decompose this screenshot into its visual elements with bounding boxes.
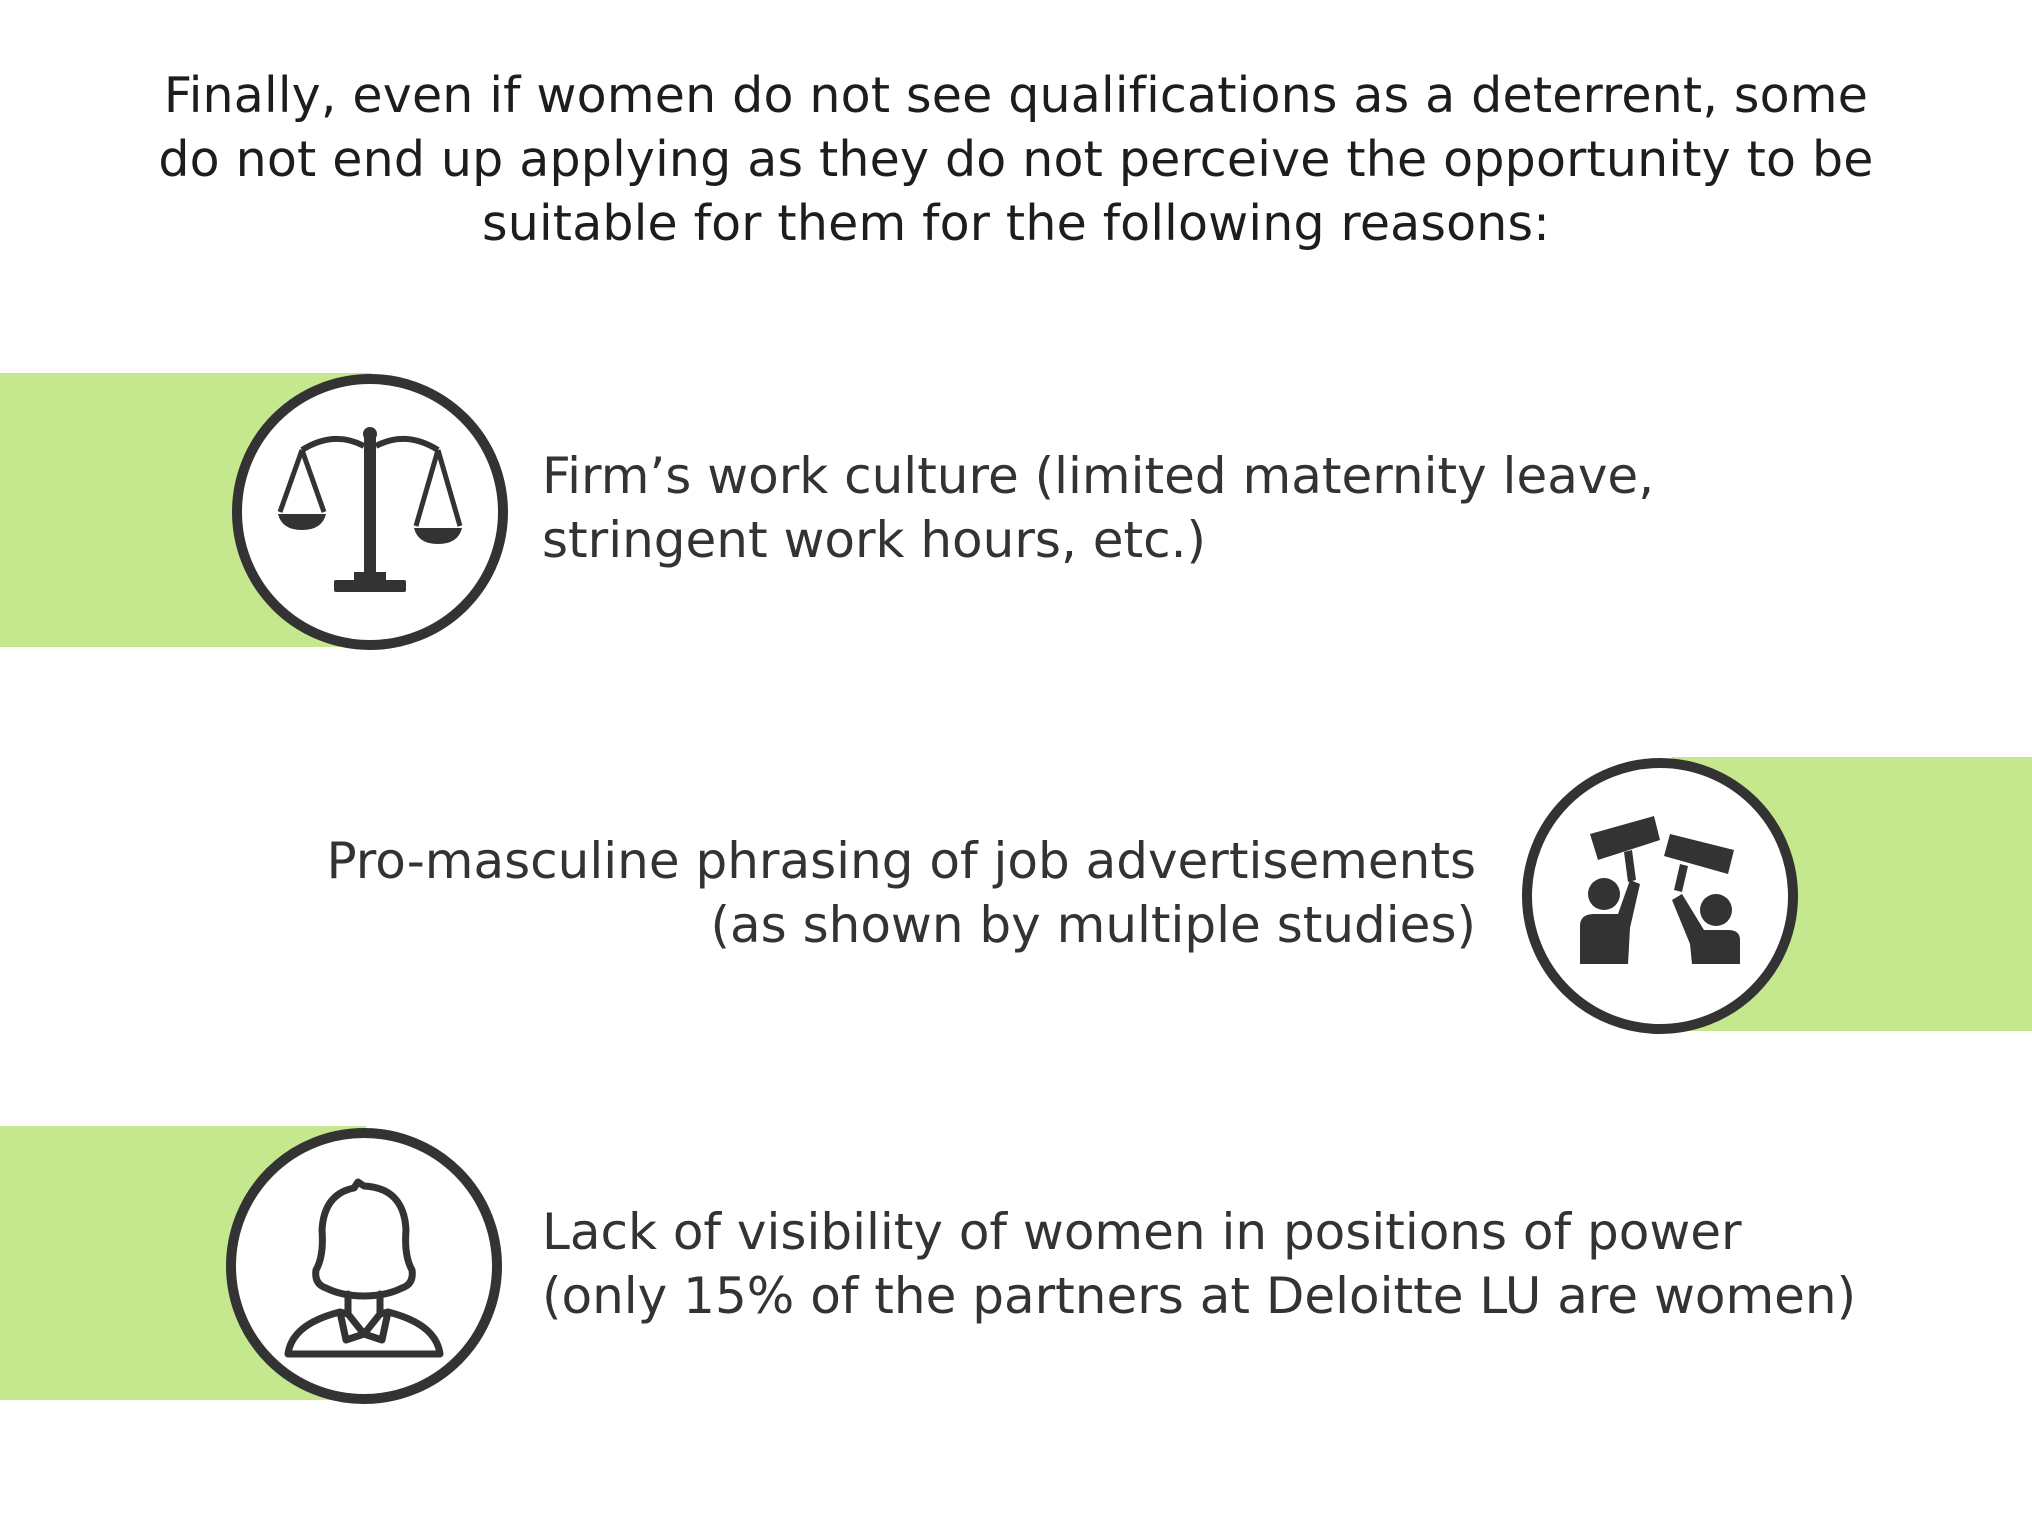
intro-line-3: suitable for them for the following reas… [482, 195, 1550, 252]
intro-line-1: Finally, even if women do not see qualif… [163, 67, 1869, 124]
reason-3-line-2: (only 15% of the partners at Deloitte LU… [542, 1267, 1857, 1325]
reason-2-text: Pro-masculine phrasing of job advertisem… [327, 829, 1477, 957]
reason-1-line-1: Firm’s work culture (limited maternity l… [542, 447, 1655, 505]
reason-2-line-1: Pro-masculine phrasing of job advertisem… [326, 832, 1477, 890]
protest-signs-icon [1522, 758, 1798, 1034]
reason-3-text: Lack of visibility of women in positions… [542, 1200, 1856, 1328]
reason-3-line-1: Lack of visibility of women in positions… [542, 1203, 1742, 1261]
intro-line-2: do not end up applying as they do not pe… [158, 131, 1874, 188]
woman-avatar-icon [226, 1128, 502, 1404]
reason-2-line-2: (as shown by multiple studies) [710, 896, 1476, 954]
scales-icon [232, 374, 508, 650]
intro-paragraph: Finally, even if women do not see qualif… [60, 64, 1972, 256]
reason-1-line-2: stringent work hours, etc.) [542, 511, 1206, 569]
reason-1-text: Firm’s work culture (limited maternity l… [542, 444, 1654, 572]
